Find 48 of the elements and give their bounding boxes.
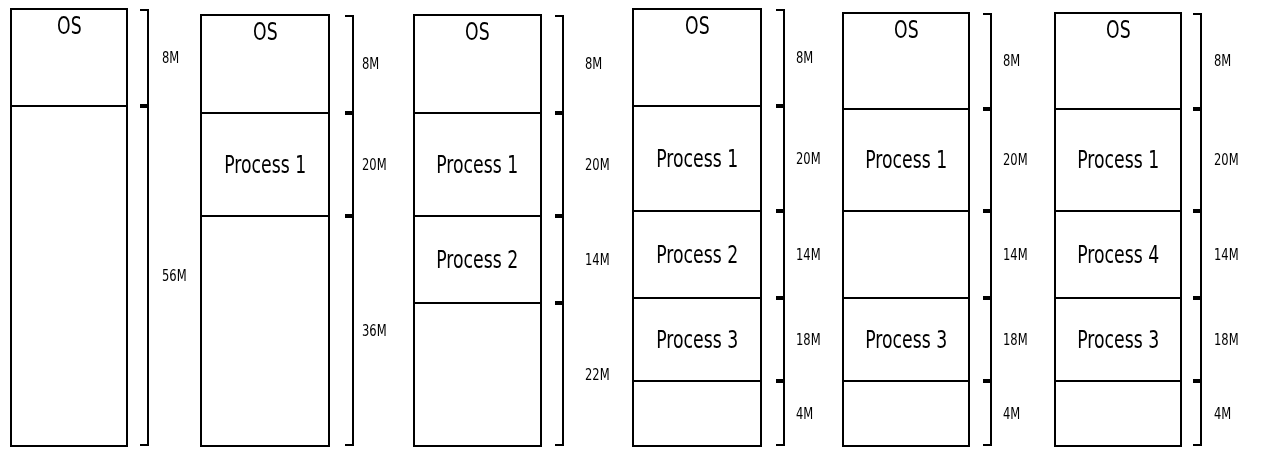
memory-block: OS	[1054, 12, 1182, 110]
memory-block: Process 2	[632, 210, 762, 299]
free-memory-block	[200, 215, 330, 447]
memory-block: Process 2	[413, 215, 542, 304]
size-label: 8M	[1214, 51, 1232, 70]
size-label: 36M	[362, 321, 387, 340]
free-memory-block	[632, 380, 762, 447]
memory-block: Process 3	[1054, 297, 1182, 382]
size-label: 20M	[362, 154, 387, 174]
size-label: 14M	[1003, 244, 1028, 264]
size-label: 8M	[162, 47, 180, 67]
size-label: 22M	[585, 364, 610, 384]
memory-block: Process 1	[632, 105, 762, 212]
size-label: 20M	[1003, 150, 1028, 169]
memory-block: Process 4	[1054, 210, 1182, 299]
size-label: 14M	[796, 244, 821, 264]
size-label: 56M	[162, 266, 187, 285]
memory-block: OS	[200, 14, 330, 114]
size-label: 18M	[796, 329, 821, 349]
memory-block: Process 3	[632, 297, 762, 382]
size-label: 18M	[1214, 329, 1239, 349]
memory-block: OS	[10, 8, 128, 107]
size-label: 4M	[1003, 403, 1021, 423]
size-label: 8M	[1003, 51, 1021, 70]
size-label: 8M	[362, 54, 380, 73]
free-memory-block	[842, 380, 970, 447]
memory-block: Process 1	[413, 112, 542, 217]
size-label: 4M	[796, 403, 814, 423]
size-label: 14M	[585, 249, 610, 269]
free-memory-block	[10, 105, 128, 447]
memory-block: Process 1	[842, 108, 970, 212]
memory-block: OS	[632, 8, 762, 107]
size-label: 20M	[585, 154, 610, 174]
free-memory-block	[413, 302, 542, 447]
size-label: 18M	[1003, 329, 1028, 349]
size-label: 8M	[585, 54, 603, 73]
memory-block: Process 1	[1054, 108, 1182, 212]
memory-block: Process 3	[842, 297, 970, 382]
size-label: 20M	[796, 148, 821, 168]
size-label: 4M	[1214, 403, 1232, 423]
memory-block: Process 1	[200, 112, 330, 217]
free-memory-block	[842, 210, 970, 299]
size-label: 20M	[1214, 150, 1239, 169]
free-memory-block	[1054, 380, 1182, 447]
memory-block: OS	[413, 14, 542, 114]
size-label: 8M	[796, 47, 814, 67]
size-label: 14M	[1214, 244, 1239, 264]
memory-block: OS	[842, 12, 970, 110]
